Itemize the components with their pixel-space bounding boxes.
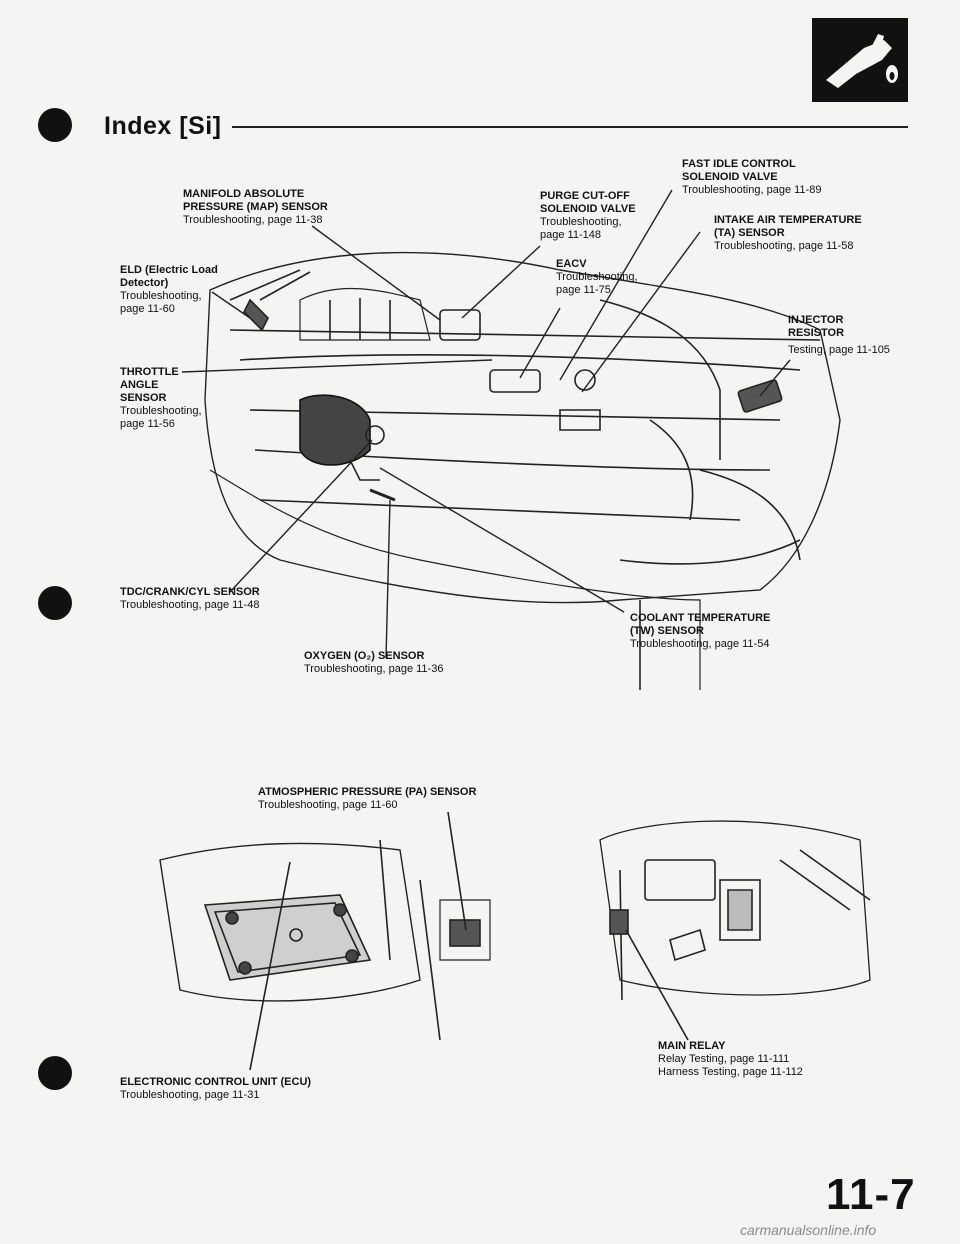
ecu-drawing	[159, 811, 491, 1071]
label-name: FAST IDLE CONTROL SOLENOID VALVE	[682, 158, 796, 183]
header-rule	[232, 126, 908, 128]
leader-lines	[181, 189, 791, 659]
label-ref: Troubleshooting, page 11-148	[540, 216, 622, 241]
label-ref: Testing, page 11-105	[788, 344, 890, 356]
label-map-sensor: MANIFOLD ABSOLUTE PRESSURE (MAP) SENSOR …	[183, 188, 328, 227]
label-name: MAIN RELAY	[658, 1040, 726, 1052]
label-name: EACV	[556, 258, 587, 270]
binder-hole-3	[38, 1056, 72, 1090]
label-ref: Troubleshooting, page 11-60	[120, 290, 202, 315]
label-ecu: ELECTRONIC CONTROL UNIT (ECU) Troublesho…	[120, 1076, 311, 1102]
label-eld: ELD (Electric Load Detector) Troubleshoo…	[120, 264, 218, 316]
label-name: ELECTRONIC CONTROL UNIT (ECU)	[120, 1076, 312, 1088]
label-eacv: EACV Troubleshooting, page 11-75	[556, 258, 638, 297]
label-name: ELD (Electric Load Detector)	[120, 264, 218, 289]
label-name: ATMOSPHERIC PRESSURE (PA) SENSOR	[258, 786, 477, 798]
label-pa-sensor: ATMOSPHERIC PRESSURE (PA) SENSOR Trouble…	[258, 786, 476, 812]
label-tdc: TDC/CRANK/CYL SENSOR Troubleshooting, pa…	[120, 586, 260, 612]
page-number: 11-7	[826, 1170, 916, 1219]
label-ref: Troubleshooting, page 11-56	[120, 405, 202, 430]
binder-hole-2	[38, 586, 72, 620]
label-ref: Troubleshooting, page 11-31	[120, 1089, 260, 1101]
binder-hole-1	[38, 108, 72, 142]
label-ref: Troubleshooting, page 11-58	[714, 240, 854, 252]
label-ref: Troubleshooting, page 11-75	[556, 271, 638, 296]
label-ref: Troubleshooting, page 11-54	[630, 638, 770, 650]
label-ref: Troubleshooting, page 11-38	[183, 214, 323, 226]
label-name: INTAKE AIR TEMPERATURE (TA) SENSOR	[714, 214, 862, 239]
label-purge-valve: PURGE CUT-OFF SOLENOID VALVE Troubleshoo…	[540, 190, 636, 242]
watermark: carmanualsonline.info	[740, 1222, 877, 1238]
fuel-nozzle-icon	[826, 34, 898, 88]
label-ref: Troubleshooting, page 11-60	[258, 799, 398, 811]
relay-drawing	[599, 820, 871, 1041]
fuel-system-logo	[812, 18, 908, 102]
label-main-relay: MAIN RELAY Relay Testing, page 11-111 Ha…	[658, 1040, 803, 1079]
label-name: OXYGEN (O₂) SENSOR	[304, 650, 425, 662]
label-ref: Troubleshooting, page 11-89	[682, 184, 822, 196]
page-title: Index [Si]	[104, 112, 222, 140]
label-name: PURGE CUT-OFF SOLENOID VALVE	[540, 190, 636, 215]
label-name: COOLANT TEMPERATURE (TW) SENSOR	[630, 612, 771, 637]
label-injector: INJECTOR RESISTOR Testing, page 11-105	[788, 314, 890, 357]
label-fast-idle: FAST IDLE CONTROL SOLENOID VALVE Trouble…	[682, 158, 821, 197]
engine-bay-drawing	[204, 251, 841, 690]
label-name: THROTTLE ANGLE SENSOR	[120, 366, 179, 404]
label-ref: Relay Testing, page 11-111 Harness Testi…	[658, 1053, 803, 1078]
label-name: INJECTOR RESISTOR	[788, 314, 845, 339]
label-oxygen: OXYGEN (O₂) SENSOR Troubleshooting, page…	[304, 650, 443, 676]
label-ref: Troubleshooting, page 11-48	[120, 599, 260, 611]
label-throttle: THROTTLE ANGLE SENSOR Troubleshooting, p…	[120, 366, 202, 431]
label-coolant: COOLANT TEMPERATURE (TW) SENSOR Troubles…	[630, 612, 770, 651]
label-ref: Troubleshooting, page 11-36	[304, 663, 444, 675]
label-name: MANIFOLD ABSOLUTE PRESSURE (MAP) SENSOR	[183, 188, 328, 213]
label-name: TDC/CRANK/CYL SENSOR	[120, 586, 260, 598]
label-iat-sensor: INTAKE AIR TEMPERATURE (TA) SENSOR Troub…	[714, 214, 862, 253]
